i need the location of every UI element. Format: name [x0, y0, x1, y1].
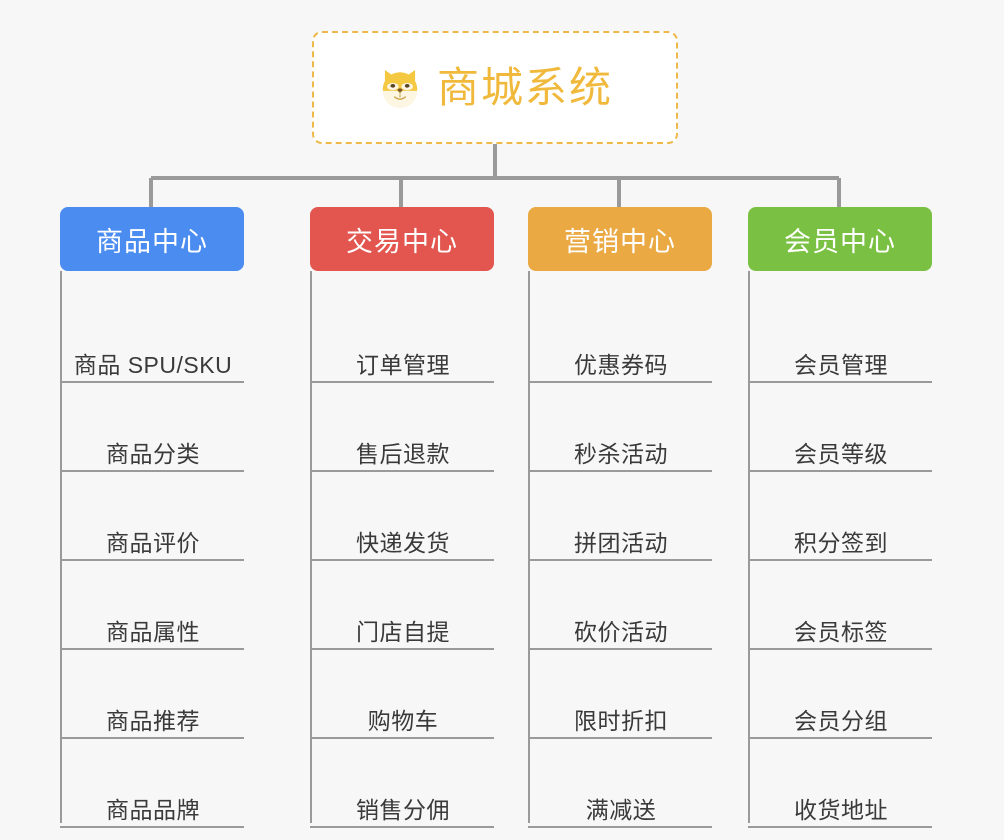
list-item-label: 商品分类: [106, 440, 200, 467]
list-item-label: 会员等级: [794, 440, 888, 467]
list-item[interactable]: 优惠券码: [528, 294, 712, 383]
list-item[interactable]: 拼团活动: [528, 472, 712, 561]
list-item[interactable]: 满减送: [528, 739, 712, 828]
column-spine-3: [748, 271, 750, 823]
list-item[interactable]: 购物车: [310, 650, 494, 739]
list-item[interactable]: 收货地址: [748, 739, 932, 828]
list-item[interactable]: 会员管理: [748, 294, 932, 383]
list-item-label: 优惠券码: [574, 351, 668, 378]
list-item-label: 门店自提: [356, 618, 450, 645]
column-spine-1: [310, 271, 312, 823]
list-item-label: 砍价活动: [574, 618, 668, 645]
list-item-label: 快递发货: [356, 529, 450, 556]
list-item-label: 积分签到: [794, 529, 888, 556]
list-item[interactable]: 商品分类: [60, 383, 244, 472]
list-item-label: 会员分组: [794, 707, 888, 734]
list-item[interactable]: 销售分佣: [310, 739, 494, 828]
column-header-0[interactable]: 商品中心: [60, 207, 244, 271]
list-item[interactable]: 订单管理: [310, 294, 494, 383]
list-item[interactable]: 限时折扣: [528, 650, 712, 739]
root-node[interactable]: 商城系统: [312, 31, 678, 144]
list-item-label: 秒杀活动: [574, 440, 668, 467]
column-items-2: 优惠券码 秒杀活动 拼团活动 砍价活动 限时折扣 满减送: [528, 271, 712, 828]
column-trade-center: 交易中心 订单管理 售后退款 快递发货 门店自提 购物车 销售分佣: [310, 207, 494, 828]
list-item[interactable]: 商品 SPU/SKU: [60, 294, 244, 383]
column-spine-2: [528, 271, 530, 823]
column-product-center: 商品中心 商品 SPU/SKU 商品分类 商品评价 商品属性 商品推荐 商品品牌: [60, 207, 244, 828]
list-item-label: 购物车: [367, 707, 439, 734]
shiba-dog-face-icon: [382, 69, 418, 108]
list-item-label: 订单管理: [356, 351, 450, 378]
list-item-label: 商品 SPU/SKU: [73, 351, 233, 378]
column-items-1: 订单管理 售后退款 快递发货 门店自提 购物车 销售分佣: [310, 271, 494, 828]
column-member-center: 会员中心 会员管理 会员等级 积分签到 会员标签 会员分组 收货地址: [748, 207, 932, 828]
list-item[interactable]: 商品属性: [60, 561, 244, 650]
list-item-label: 售后退款: [356, 440, 450, 467]
list-item[interactable]: 积分签到: [748, 472, 932, 561]
list-item-label: 会员管理: [794, 351, 888, 378]
list-item[interactable]: 售后退款: [310, 383, 494, 472]
list-item[interactable]: 会员分组: [748, 650, 932, 739]
column-header-1[interactable]: 交易中心: [310, 207, 494, 271]
list-item[interactable]: 会员等级: [748, 383, 932, 472]
list-item[interactable]: 快递发货: [310, 472, 494, 561]
list-item-label: 商品推荐: [106, 707, 200, 734]
list-item[interactable]: 门店自提: [310, 561, 494, 650]
list-item-label: 商品属性: [106, 618, 200, 645]
list-item-label: 会员标签: [794, 618, 888, 645]
list-item[interactable]: 会员标签: [748, 561, 932, 650]
list-item-label: 销售分佣: [356, 796, 450, 823]
list-item[interactable]: 商品推荐: [60, 650, 244, 739]
list-item-label: 商品评价: [106, 529, 200, 556]
list-item[interactable]: 商品品牌: [60, 739, 244, 828]
root-title: 商城系统: [436, 63, 613, 111]
list-item-label: 满减送: [585, 796, 657, 823]
column-marketing-center: 营销中心 优惠券码 秒杀活动 拼团活动 砍价活动 限时折扣 满减送: [528, 207, 712, 828]
list-item-label: 限时折扣: [574, 707, 668, 734]
column-items-0: 商品 SPU/SKU 商品分类 商品评价 商品属性 商品推荐 商品品牌: [60, 271, 244, 828]
column-items-3: 会员管理 会员等级 积分签到 会员标签 会员分组 收货地址: [748, 271, 932, 828]
column-header-3[interactable]: 会员中心: [748, 207, 932, 271]
list-item[interactable]: 商品评价: [60, 472, 244, 561]
list-item-label: 商品品牌: [106, 796, 200, 823]
list-item-label: 收货地址: [794, 796, 888, 823]
column-spine-0: [60, 271, 62, 823]
column-header-2[interactable]: 营销中心: [528, 207, 712, 271]
list-item[interactable]: 秒杀活动: [528, 383, 712, 472]
list-item-label: 拼团活动: [574, 529, 668, 556]
list-item[interactable]: 砍价活动: [528, 561, 712, 650]
